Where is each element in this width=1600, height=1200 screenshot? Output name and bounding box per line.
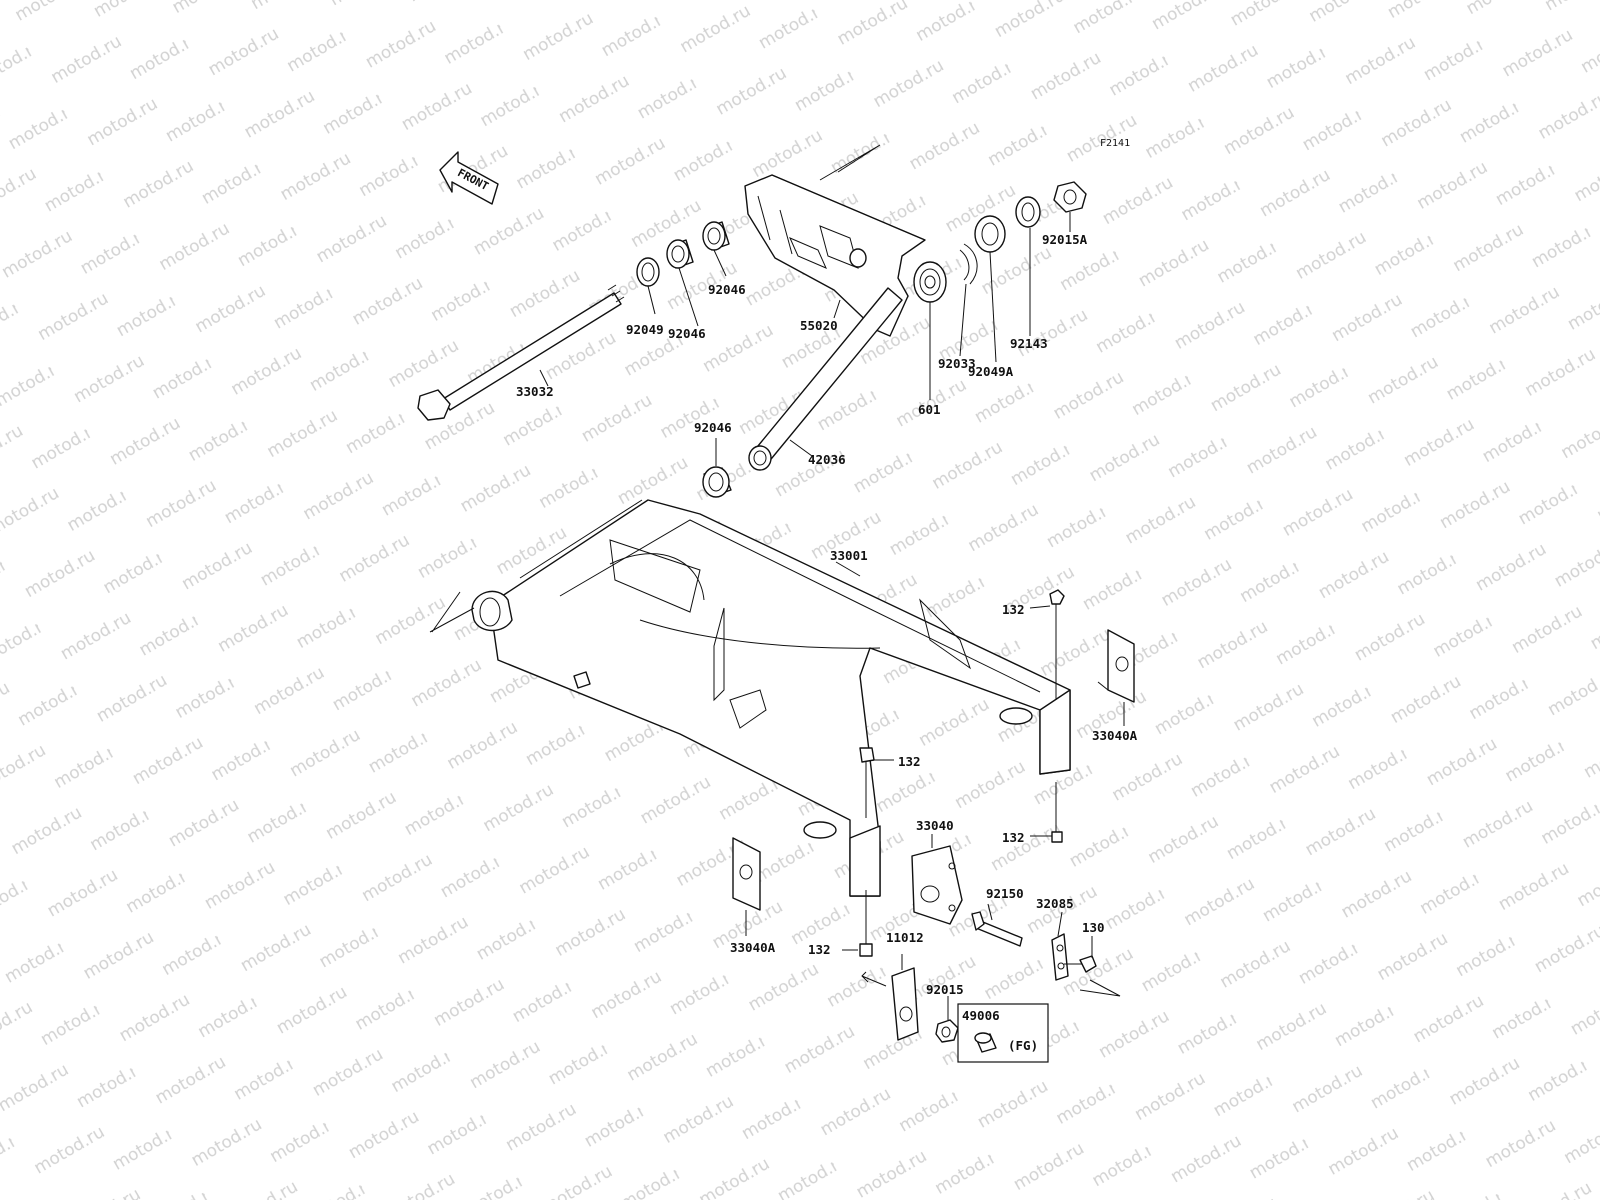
label-11012: 11012 <box>886 930 924 945</box>
box-49006 <box>957 1003 1049 1063</box>
direction-arrow-top <box>819 144 881 181</box>
swingarm-33001 <box>429 499 1071 897</box>
label-42036: 42036 <box>808 452 846 467</box>
label-92049: 92049 <box>626 322 664 337</box>
figure-code: F2141 <box>1100 138 1130 149</box>
bolt-132-top-right <box>1049 589 1065 700</box>
label-132-bottom-right: 132 <box>1002 830 1025 845</box>
circlip-92033 <box>959 243 978 285</box>
label-32085: 32085 <box>1036 896 1074 911</box>
adjuster-plate-33040A-left <box>732 837 761 911</box>
sleeve-42036 <box>748 287 903 471</box>
plate-32085 <box>1051 933 1069 981</box>
label-92015: 92015 <box>926 982 964 997</box>
bolt-132-bottom-right <box>1051 782 1063 843</box>
label-92049A: 92049A <box>968 364 1014 379</box>
label-92150: 92150 <box>986 886 1024 901</box>
label-33032: 33032 <box>516 384 554 399</box>
label-132-top-right: 132 <box>1002 602 1025 617</box>
label-33040A-left: 33040A <box>730 940 776 955</box>
label-33001: 33001 <box>830 548 868 563</box>
leader-lines <box>539 212 1125 1020</box>
bolt-130 <box>1064 955 1097 973</box>
bracket-11012 <box>861 967 919 1041</box>
label-92046-c: 92046 <box>694 420 732 435</box>
label-55020: 55020 <box>800 318 838 333</box>
nut-92015A <box>1053 181 1087 213</box>
label-132-bottom-left: 132 <box>808 942 831 957</box>
label-130: 130 <box>1082 920 1105 935</box>
seal-92049A <box>974 215 1006 253</box>
seal-92049 <box>636 257 660 287</box>
adjuster-plate-33040A-right <box>1097 629 1135 703</box>
nut-92015 <box>935 1019 959 1043</box>
direction-arrow-bottom <box>1079 979 1121 997</box>
bearing-92046-b <box>702 221 730 251</box>
label-fg: (FG) <box>1008 1038 1038 1053</box>
label-49006: 49006 <box>962 1008 1000 1023</box>
label-92033: 92033 <box>938 356 976 371</box>
block-33040 <box>911 845 963 925</box>
bolt-92150 <box>971 911 1023 947</box>
pivot-bolt-33032 <box>417 284 625 421</box>
label-33040: 33040 <box>916 818 954 833</box>
label-92015A: 92015A <box>1042 232 1088 247</box>
label-132-top-left: 132 <box>898 754 921 769</box>
chain-guide-55020 <box>744 174 926 337</box>
label-92046-a: 92046 <box>668 326 706 341</box>
label-33040A-right: 33040A <box>1092 728 1138 743</box>
front-arrow-icon: FRONT <box>439 151 499 205</box>
label-92143: 92143 <box>1010 336 1048 351</box>
collar-92143 <box>1015 196 1041 228</box>
bearing-601 <box>913 261 947 303</box>
bolt-132-bottom-left <box>859 890 873 957</box>
bearing-92046-c <box>702 466 732 498</box>
bearing-92046-a <box>666 239 694 269</box>
label-92046-b: 92046 <box>708 282 746 297</box>
label-601: 601 <box>918 402 941 417</box>
bolt-132-top-left <box>859 747 875 818</box>
